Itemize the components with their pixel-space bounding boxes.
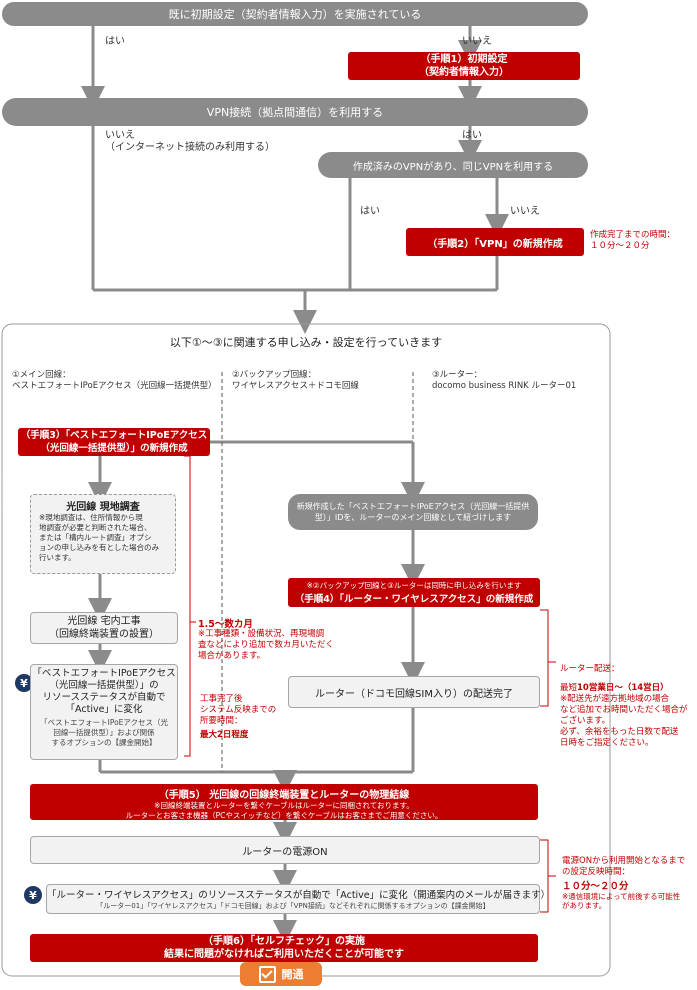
- active-router-billing: 「ルーター01」「ワイヤレスアクセス」「ドコモ回線」および「VPN接続」などそれ…: [96, 902, 490, 910]
- active-main-text: 「ベストエフォートIPoEアクセス （光回線一括提供型）」の リソースステータス…: [32, 668, 176, 715]
- check-icon: [258, 965, 276, 983]
- power-note: 電源ONから利用開始となるまで の設定反映時間： １０分～２０分 ※通信環境によ…: [562, 856, 694, 910]
- yen-icon-router: ¥: [24, 886, 42, 904]
- step4-box: ※②バックアップ回線と③ルーターは同時に申し込みを行います （手順4）「ルーター…: [288, 578, 540, 607]
- yen-icon: ¥: [15, 674, 33, 692]
- reflect-value: 最大2日程度: [200, 730, 249, 740]
- step5-box: （手順5） 光回線の回線終端装置とルーターの物理結線 ※回線終端装置とルーターを…: [30, 784, 538, 820]
- question-initial-setup: 既に初期設定（契約者情報入力）を実施されている: [2, 2, 588, 26]
- step2-time-note: 作成完了までの時間： １０分～２０分: [590, 230, 676, 251]
- active-router-box: 「ルーター・ワイヤレスアクセス」のリソースステータスが自動で「Active」に変…: [46, 884, 551, 914]
- period-note: ※工事種類・設備状況、再現場調 査などにより追加で数カ月いただく 場合があります…: [198, 629, 334, 661]
- panel-heading: 以下①～③に関連する申し込み・設定を行っていきます: [169, 336, 443, 349]
- step4-title: （手順4）「ルーター・ワイヤレスアクセス」の新規作成: [294, 594, 534, 605]
- period-label: 1.5～数カ月: [198, 619, 253, 630]
- step5-title: （手順5） 光回線の回線終端装置とルーターの物理結線: [158, 790, 410, 801]
- delivery-note-detail: ※配送先が遠方拠地域の場合 など追加でお時間いただく場合が ございます。 必ず、…: [560, 694, 688, 748]
- step3-box: （手順3）「ベストエフォートIPoEアクセス （光回線一括提供型）」の新規作成: [18, 428, 210, 456]
- delivery-note-label: ルーター配送： 最短: [560, 664, 620, 693]
- step4-note: ※②バックアップ回線と③ルーターは同時に申し込みを行います: [306, 581, 522, 590]
- answer-no-internet: いいえ （インターネット接続のみ利用する）: [105, 130, 275, 153]
- power-note-time: １０分～２０分: [562, 881, 629, 892]
- open-badge: 開通: [240, 962, 322, 986]
- link-id-box: 新規作成した「ベストエフォートIPoEアクセス（光回線一括提供 型）」IDを、ル…: [288, 494, 538, 530]
- reflect-note: 工事完了後 システム反映までの 所要時間：: [200, 694, 277, 726]
- delivery-box: ルーター（ドコモ回線SIM入り）の配送完了: [288, 676, 540, 708]
- answer-yes-vpn: はい: [462, 130, 482, 141]
- power-note-label: 電源ONから利用開始となるまで の設定反映時間：: [562, 856, 686, 877]
- question-existing-vpn: 作成済みのVPNがあり、同じVPNを利用する: [318, 152, 588, 178]
- column-main-line: ①メイン回線： ベストエフォートIPoEアクセス（光回線一括提供型）: [12, 370, 217, 391]
- active-main-billing: 「ベストエフォートIPoEアクセス（光 回線一括提供型）」および関係 するオプシ…: [39, 718, 169, 747]
- power-on-box: ルーターの電源ON: [30, 836, 540, 864]
- active-router-text: 「ルーター・ワイヤレスアクセス」のリソースステータスが自動で「Active」に変…: [47, 890, 551, 901]
- column-router: ③ルーター： docomo business RINK ルーター01: [432, 370, 577, 391]
- answer-no-existing: いいえ: [510, 206, 540, 217]
- open-label: 開通: [281, 968, 304, 981]
- active-main-box: 「ベストエフォートIPoEアクセス （光回線一括提供型）」の リソースステータス…: [30, 664, 178, 760]
- answer-no: いいえ: [462, 36, 492, 47]
- answer-yes: はい: [105, 36, 125, 47]
- construction-box: 光回線 宅内工事 （回線終端装置の設置）: [30, 612, 178, 644]
- delivery-note: ルーター配送： 最短10営業日～（14営日） ※配送先が遠方拠地域の場合 など追…: [560, 656, 694, 749]
- step1-box: （手順1）初期設定 （契約者情報入力）: [348, 52, 580, 80]
- survey-box: 光回線 現地調査 ※現地調査は、住所情報から現 地調査が必要と判断された場合、 …: [30, 494, 176, 574]
- survey-note: ※現地調査は、住所情報から現 地調査が必要と判断された場合、 または「構内ルート…: [39, 513, 159, 562]
- column-backup-line: ②バックアップ回線： ワイヤレスアクセス＋ドコモ回線: [232, 370, 359, 391]
- delivery-note-days: 10営業日～（14営日）: [577, 683, 669, 693]
- power-note-detail: ※通信環境によって前後する可能性 があります。: [562, 892, 681, 910]
- step6-box: （手順6）「セルフチェック」の実施 結果に問題がなければご利用いただくことが可能…: [30, 934, 538, 962]
- step5-sub: ※回線終端装置とルーターを繋ぐケーブルはルーターに同梱されております。 ルーター…: [125, 801, 443, 820]
- answer-yes-existing: はい: [360, 206, 380, 217]
- step2-box: （手順2）「VPN」の新規作成: [406, 228, 584, 256]
- survey-title: 光回線 現地調査: [66, 502, 140, 513]
- question-vpn: VPN接続（拠点間通信）を利用する: [2, 98, 588, 126]
